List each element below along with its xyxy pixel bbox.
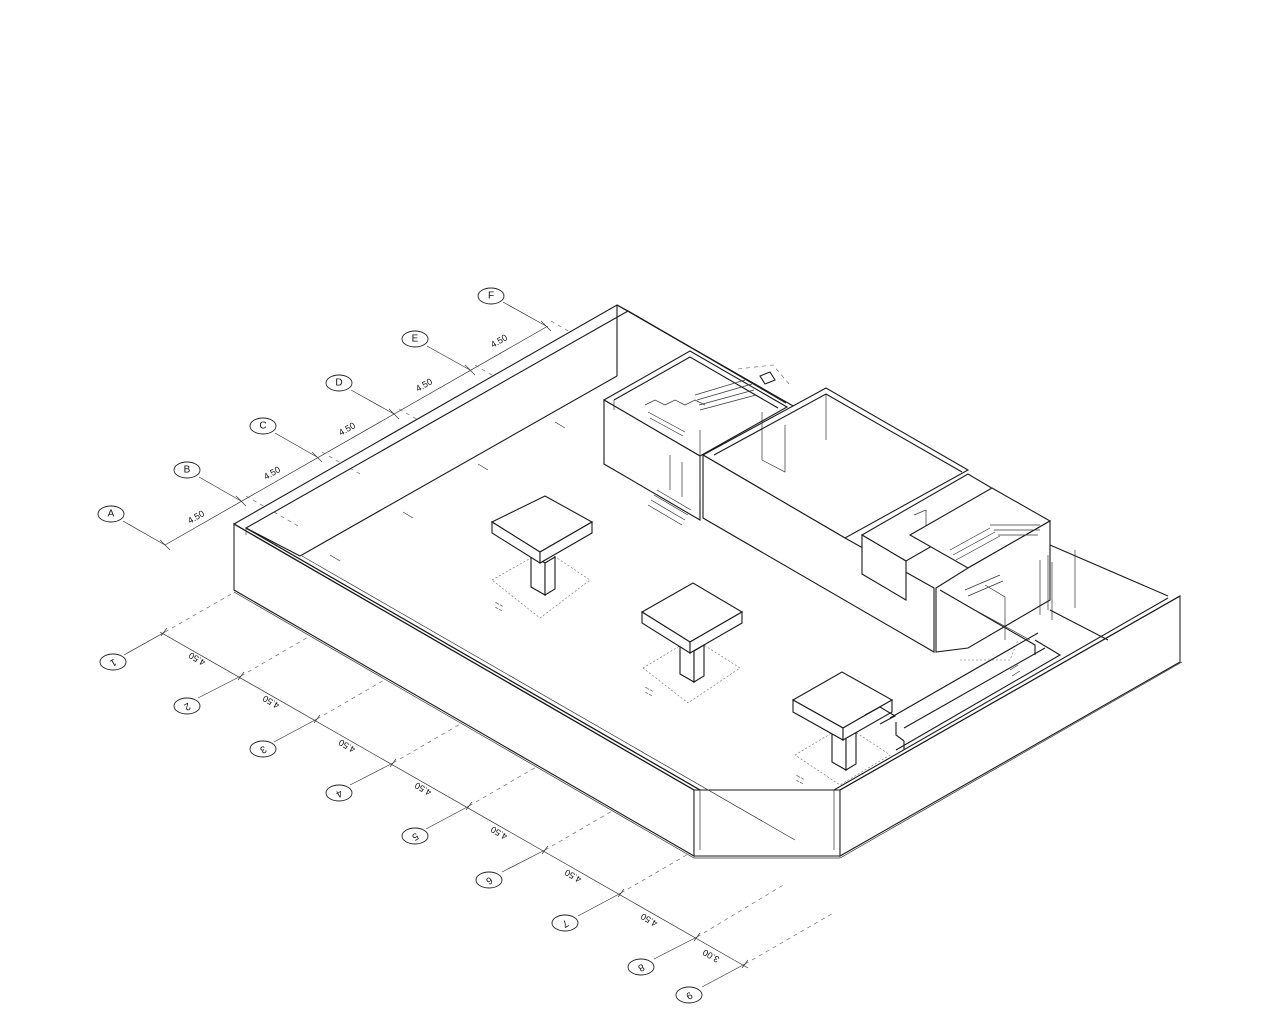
grid-label-a: A bbox=[108, 509, 115, 520]
dim-8-9: 3.00 bbox=[701, 947, 721, 964]
grid-label-e: E bbox=[412, 334, 419, 345]
grid-label-f: F bbox=[488, 291, 494, 302]
grid-label-3: 3 bbox=[257, 743, 268, 756]
grid-label-b: B bbox=[184, 465, 191, 476]
column-3: ▪▪▪▪ ▪▪▪ ▪▪▪ ▪▪▪ bbox=[791, 671, 897, 785]
grid-bubble-b: B bbox=[173, 461, 201, 479]
grid-dimension-lines bbox=[122, 301, 836, 988]
building-model: ▪▪▪▪ ▪▪▪ ▪▪▪ ▪▪▪ ▪▪▪▪ ▪▪▪ ▪▪▪ ▪▪▪ ▪▪▪▪ ▪… bbox=[232, 304, 1183, 859]
dim-e-f: 4.50 bbox=[489, 332, 509, 349]
grid-bubble-8: 8 bbox=[627, 958, 655, 976]
grid-label-7: 7 bbox=[559, 917, 570, 930]
grid-bubble-1: 1 bbox=[99, 653, 127, 671]
grid-label-c: C bbox=[259, 421, 266, 432]
grid-bubble-3: 3 bbox=[249, 740, 277, 758]
dim-3-4: 4.50 bbox=[337, 737, 357, 754]
grid-label-4: 4 bbox=[333, 787, 344, 800]
grid-bubble-5: 5 bbox=[401, 827, 429, 845]
grid-bubble-2: 2 bbox=[173, 697, 201, 715]
grid-label-6: 6 bbox=[483, 874, 494, 887]
grid-bubble-f: F bbox=[477, 287, 505, 305]
column-2: ▪▪▪▪ ▪▪▪ ▪▪▪ ▪▪▪ bbox=[640, 582, 744, 704]
grid-letter-bubbles: A B C D E F bbox=[97, 287, 505, 523]
dim-5-6: 4.50 bbox=[489, 824, 509, 841]
svg-text:▪▪▪ ▪▪▪: ▪▪▪ ▪▪▪ bbox=[796, 778, 804, 785]
grid-bubble-6: 6 bbox=[475, 871, 503, 889]
column-1: ▪▪▪▪ ▪▪▪ ▪▪▪ ▪▪▪ bbox=[490, 495, 594, 619]
letter-spacing-dimensions: 4.50 4.50 4.50 4.50 4.50 bbox=[186, 332, 509, 525]
dim-c-d: 4.50 bbox=[337, 420, 357, 437]
dim-6-7: 4.50 bbox=[563, 867, 583, 884]
dim-7-8: 4.50 bbox=[639, 911, 659, 928]
grid-number-bubbles: 1 2 3 4 5 6 7 8 bbox=[99, 653, 703, 1004]
grid-bubble-a: A bbox=[97, 505, 125, 523]
svg-text:▪▪▪▪ ▪▪▪: ▪▪▪▪ ▪▪▪ bbox=[645, 685, 654, 693]
grid-label-5: 5 bbox=[409, 830, 420, 843]
grid-bubble-7: 7 bbox=[551, 914, 579, 932]
grid-label-d: D bbox=[335, 378, 342, 389]
svg-text:▪▪▪▪ ▪▪▪: ▪▪▪▪ ▪▪▪ bbox=[796, 773, 805, 781]
dim-2-3: 4.50 bbox=[261, 693, 281, 710]
svg-text:▪▪▪ ▪▪▪: ▪▪▪ ▪▪▪ bbox=[645, 690, 653, 697]
svg-text:▪▪▪▪ ▪▪▪: ▪▪▪▪ ▪▪▪ bbox=[495, 600, 504, 608]
grid-bubble-4: 4 bbox=[325, 784, 353, 802]
dim-4-5: 4.50 bbox=[413, 780, 433, 797]
dim-b-c: 4.50 bbox=[262, 464, 282, 481]
grid-label-2: 2 bbox=[181, 700, 192, 713]
grid-label-1: 1 bbox=[107, 656, 118, 669]
grid-bubble-d: D bbox=[325, 374, 353, 392]
grid-bubble-c: C bbox=[249, 417, 277, 435]
dim-d-e: 4.50 bbox=[414, 376, 434, 393]
grid-label-9: 9 bbox=[683, 989, 694, 1002]
svg-text:▪▪▪ ▪▪▪: ▪▪▪ ▪▪▪ bbox=[495, 605, 503, 612]
grid-label-8: 8 bbox=[635, 961, 646, 974]
grid-bubble-e: E bbox=[401, 330, 429, 348]
grid-bubble-9: 9 bbox=[675, 986, 703, 1004]
